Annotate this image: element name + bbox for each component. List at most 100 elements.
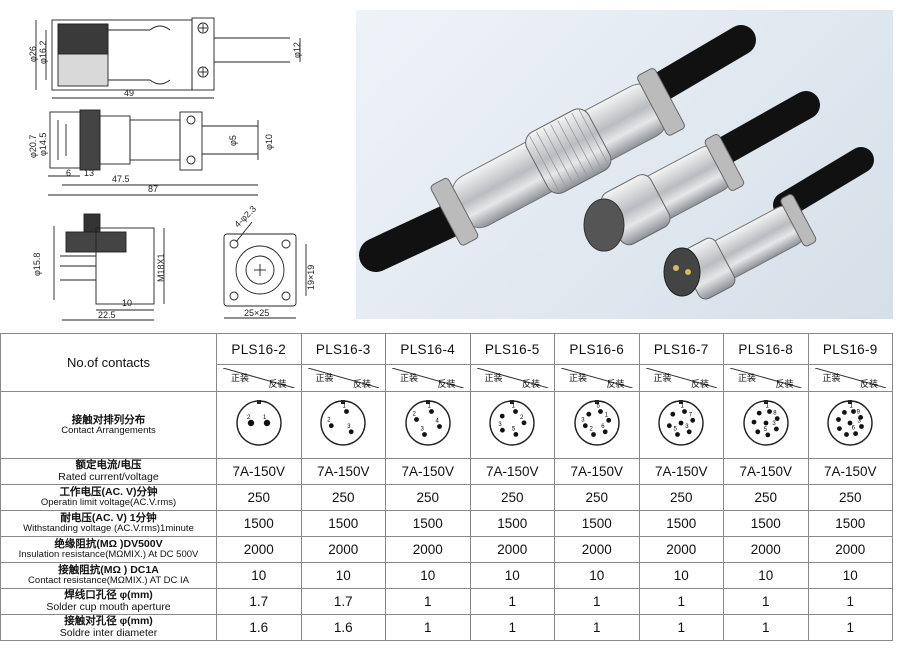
spec-value: 1500 [638,510,724,537]
spec-value: 250 [300,484,386,511]
diagonal-divider [392,368,464,388]
mount-reverse-label: 反装 [268,379,287,389]
connector-photo-illustration [359,25,874,300]
model-header: PLS16-7 [638,333,724,365]
mount-type-cell: 正装反装 [216,364,302,392]
pin-number-label: 1 [427,403,431,409]
spec-value: 1500 [723,510,809,537]
pin-number-label: 1 [850,403,854,409]
dim-d14-5: φ14.5 [38,133,48,156]
spec-value: 2000 [638,536,724,563]
contact-pin [682,408,688,414]
contact-pin [582,422,588,428]
spec-label-zh: 接触对孔径 φ(mm) [64,615,153,628]
contact-pin [606,417,611,423]
mount-type-cell: 正装反装 [807,364,893,392]
technical-drawings: φ26 φ16.2 φ12 49 φ20.7 φ14.5 φ5 φ10 6 13… [28,17,316,321]
dim-m18: M18X1 [156,253,166,282]
spec-value: 1500 [385,510,471,537]
mount-type-cell: 正装反装 [385,364,471,392]
contact-pin [763,420,769,425]
mount-normal-label: 正装 [400,373,419,383]
contact-pin [670,411,676,417]
contact-pin [836,416,842,422]
arrangement-label-en: Contact Arrangements [61,424,156,436]
contact-pin [765,432,770,437]
spec-value: 10 [300,562,386,589]
pin-number-label: 5 [596,403,600,409]
spec-value: 10 [723,562,809,589]
spec-value: 1500 [554,510,640,537]
arrangement-label: 接触对排列分布 Contact Arrangements [0,391,217,459]
model-header: PLS16-9 [807,333,893,365]
pin-number-label: 3 [858,418,862,424]
model-header: PLS16-2 [216,333,302,365]
spec-value: 7A-150V [638,458,724,485]
pin-number-label: 1 [681,403,685,409]
pin-number-label: 2 [520,414,524,420]
mount-reverse-label: 反装 [775,379,794,389]
model-header: PLS16-5 [469,333,555,365]
contact-pin [428,408,434,414]
spec-value: 250 [638,484,724,511]
diagonal-divider [477,368,549,388]
contact-pin [597,408,603,414]
pin-number-label: 6 [852,425,856,431]
contact-pin [586,411,591,417]
dim-hole: 4-φ2.3 [232,204,258,230]
spec-label-zh: 焊线口孔径 φ(mm) [64,589,153,602]
spec-row-label: 焊线口孔径 φ(mm)Solder cup mouth aperture [0,588,217,615]
spec-label-zh: 接触阻抗(MΩ ) DC1A [58,564,159,576]
diagonal-divider [308,368,380,388]
arrangement-label-zh: 接触对排列分布 [71,413,146,426]
spec-value: 1 [385,614,471,641]
spec-value: 1.6 [300,614,386,641]
spec-value: 1500 [469,510,555,537]
spec-label-zh: 绝缘阻抗(MΩ )DV500V [54,538,163,550]
spec-value: 10 [469,562,555,589]
contact-pin [675,431,681,437]
contact-pin [590,431,596,437]
pin-number-label: 1 [263,415,267,421]
spec-label-en: Withstanding voltage (AC.V.rms)1minute [23,523,194,535]
pin-number-label: 4 [435,418,439,424]
pin-number-label: 3 [499,422,503,428]
diagonal-divider [223,368,295,388]
contact-pin [690,417,696,423]
product-photo [356,10,893,319]
contact-pin [513,408,519,414]
dim-10: 10 [122,298,132,308]
spec-value: 250 [807,484,893,511]
mount-reverse-label: 反装 [690,379,709,389]
dim-pitch: 19×19 [306,265,316,290]
spec-value: 7A-150V [723,458,809,485]
spec-value: 7A-150V [216,458,302,485]
contact-pin [344,408,350,414]
contact-pin [413,416,419,422]
spec-value: 1 [638,588,724,615]
pin-number-label: 1 [765,403,769,409]
spec-value: 250 [216,484,302,511]
dim-d26: φ26 [28,46,38,62]
dim-13: 13 [84,168,94,178]
mount-reverse-label: 反装 [859,379,878,389]
pin-number-label: 2 [247,415,251,421]
pin-number-label: 7 [689,412,693,418]
pin-number-label: 3 [347,423,351,429]
model-header: PLS16-3 [300,333,386,365]
model-header: PLS16-8 [723,333,809,365]
contact-pin [349,428,354,434]
mount-type-cell: 正装反装 [554,364,640,392]
mount-normal-label: 正装 [653,373,672,383]
spec-value: 7A-150V [469,458,555,485]
contact-pin [773,426,779,431]
